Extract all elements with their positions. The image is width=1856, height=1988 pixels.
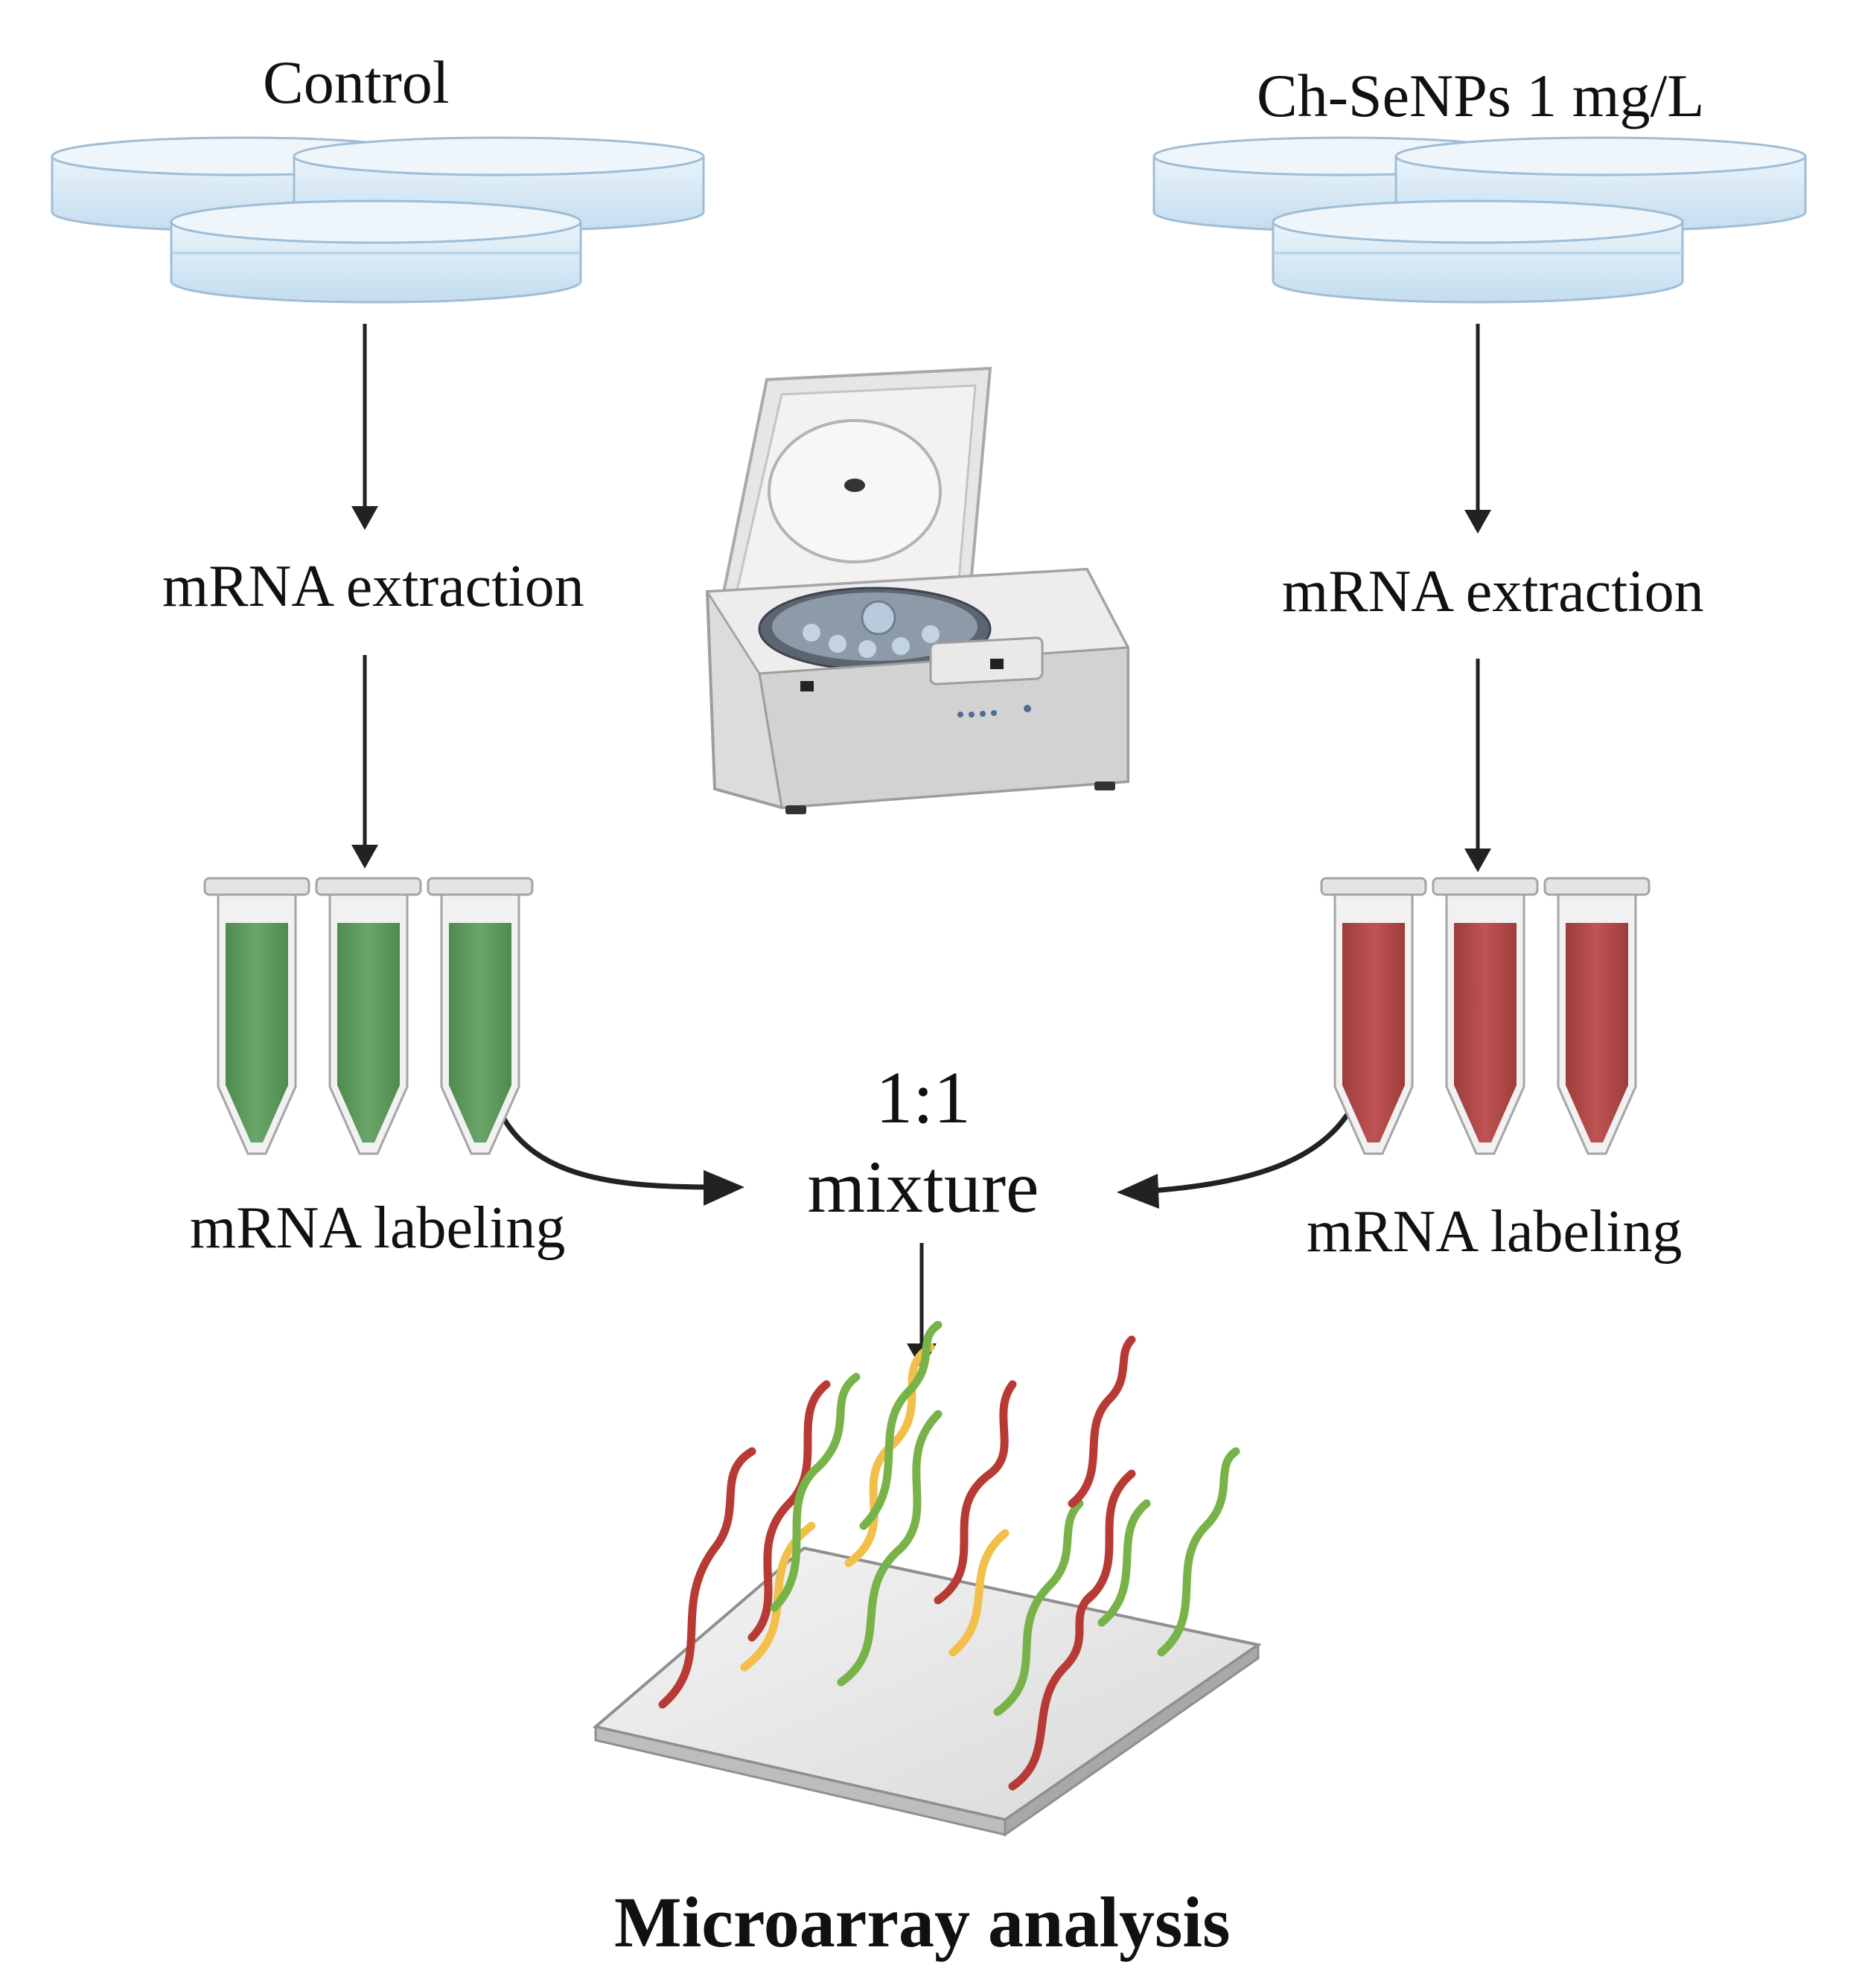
curve-right	[1147, 1099, 1358, 1194]
tubes-right	[1320, 877, 1651, 1155]
labeling-label-right: mRNA labeling	[1307, 1199, 1683, 1265]
treatment-label: Ch-SeNPs 1 mg/L	[1257, 62, 1705, 130]
curve-left	[500, 1113, 714, 1190]
petri-dish-stack-right	[1152, 136, 1807, 304]
microarray-analysis-label: Microarray analysis	[614, 1882, 1231, 1962]
curved-arrows	[500, 1099, 1358, 1194]
curve-left-head	[704, 1170, 744, 1206]
tubes-left	[203, 877, 534, 1155]
extraction-label-right: mRNA extraction	[1282, 559, 1704, 624]
petri-dish-stack-left	[51, 136, 705, 304]
mixture-label: mixture	[807, 1145, 1039, 1228]
centrifuge-icon	[705, 366, 1130, 814]
control-label: Control	[263, 48, 450, 116]
extraction-label-left: mRNA extraction	[162, 554, 584, 619]
labeling-label-left: mRNA labeling	[190, 1195, 566, 1261]
ratio-label: 1:1	[876, 1056, 971, 1139]
curve-right-head	[1117, 1174, 1159, 1209]
microarray-slide-icon	[592, 1320, 1262, 1837]
flow-arrows	[361, 324, 1482, 1352]
